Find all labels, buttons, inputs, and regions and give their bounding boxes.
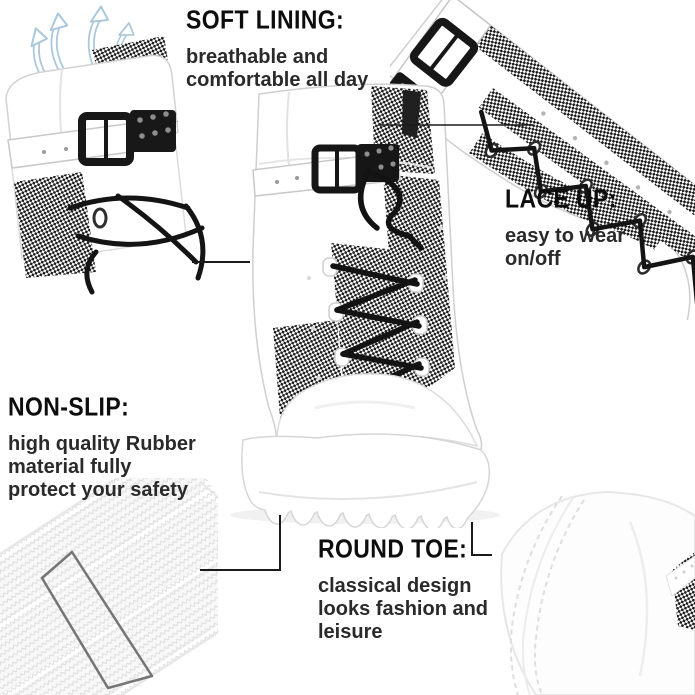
strap-hole xyxy=(42,150,46,154)
callout-non-slip: NON-SLIP: high quality Rubber material f… xyxy=(8,392,196,502)
mesh-panel xyxy=(14,172,96,278)
buckle-prong xyxy=(427,32,461,73)
non-slip-body-line: high quality Rubber xyxy=(8,433,196,455)
sole-seam xyxy=(258,481,478,501)
lace-up-body-line: easy to wear xyxy=(505,225,626,247)
lace-up-body-line: on/off xyxy=(505,248,561,270)
callout-soft-lining: SOFT LINING: breathable and comfortable … xyxy=(186,5,368,92)
stitch-dots xyxy=(674,564,694,580)
toe-highlight xyxy=(314,400,416,410)
platform-edge xyxy=(521,497,574,695)
tread-highlight-outline xyxy=(40,550,154,690)
stud-dots xyxy=(307,226,447,380)
soft-lining-body-line: breathable and xyxy=(186,46,329,68)
non-slip-title: NON-SLIP: xyxy=(8,392,130,422)
lace-up-title: LACE UP: xyxy=(505,184,617,214)
stitching xyxy=(509,495,585,695)
laces xyxy=(478,109,695,306)
toe-seam xyxy=(628,521,649,677)
mesh-band xyxy=(452,8,695,270)
non-slip-body-line: material fully xyxy=(8,456,132,478)
mesh-band xyxy=(478,88,695,300)
back-seam xyxy=(402,90,421,138)
stitch-dots xyxy=(541,111,672,215)
laces xyxy=(67,193,206,295)
callout-round-toe: ROUND TOE: classical design looks fashio… xyxy=(318,534,488,644)
strap-hole xyxy=(275,180,279,184)
round-toe-body-line: leisure xyxy=(318,621,383,643)
outsole-closeup-image xyxy=(0,478,218,695)
platform-sole xyxy=(241,433,491,528)
soft-lining-title: SOFT LINING: xyxy=(186,5,345,35)
non-slip-body-line: protect your safety xyxy=(8,479,189,501)
soft-lining-body-line: comfortable all day xyxy=(186,69,369,91)
platform-boot-image xyxy=(230,83,500,528)
strap-hole xyxy=(295,176,299,180)
studs xyxy=(137,111,171,139)
studs xyxy=(364,145,396,173)
round-toe-body-line: looks fashion and xyxy=(318,598,489,620)
outsole xyxy=(0,478,218,695)
callout-lace-up: LACE UP: easy to wear on/off xyxy=(505,184,625,271)
round-toe-closeup-image xyxy=(500,490,695,695)
soft-lining-closeup-image xyxy=(5,5,206,295)
toe-cap xyxy=(500,490,695,695)
collar-seam xyxy=(286,91,290,167)
strap-hole xyxy=(64,147,68,151)
round-toe-title: ROUND TOE: xyxy=(318,534,468,564)
d-ring xyxy=(92,207,108,229)
round-toe-body-line: classical design xyxy=(318,575,472,597)
leather-strap xyxy=(665,555,695,597)
